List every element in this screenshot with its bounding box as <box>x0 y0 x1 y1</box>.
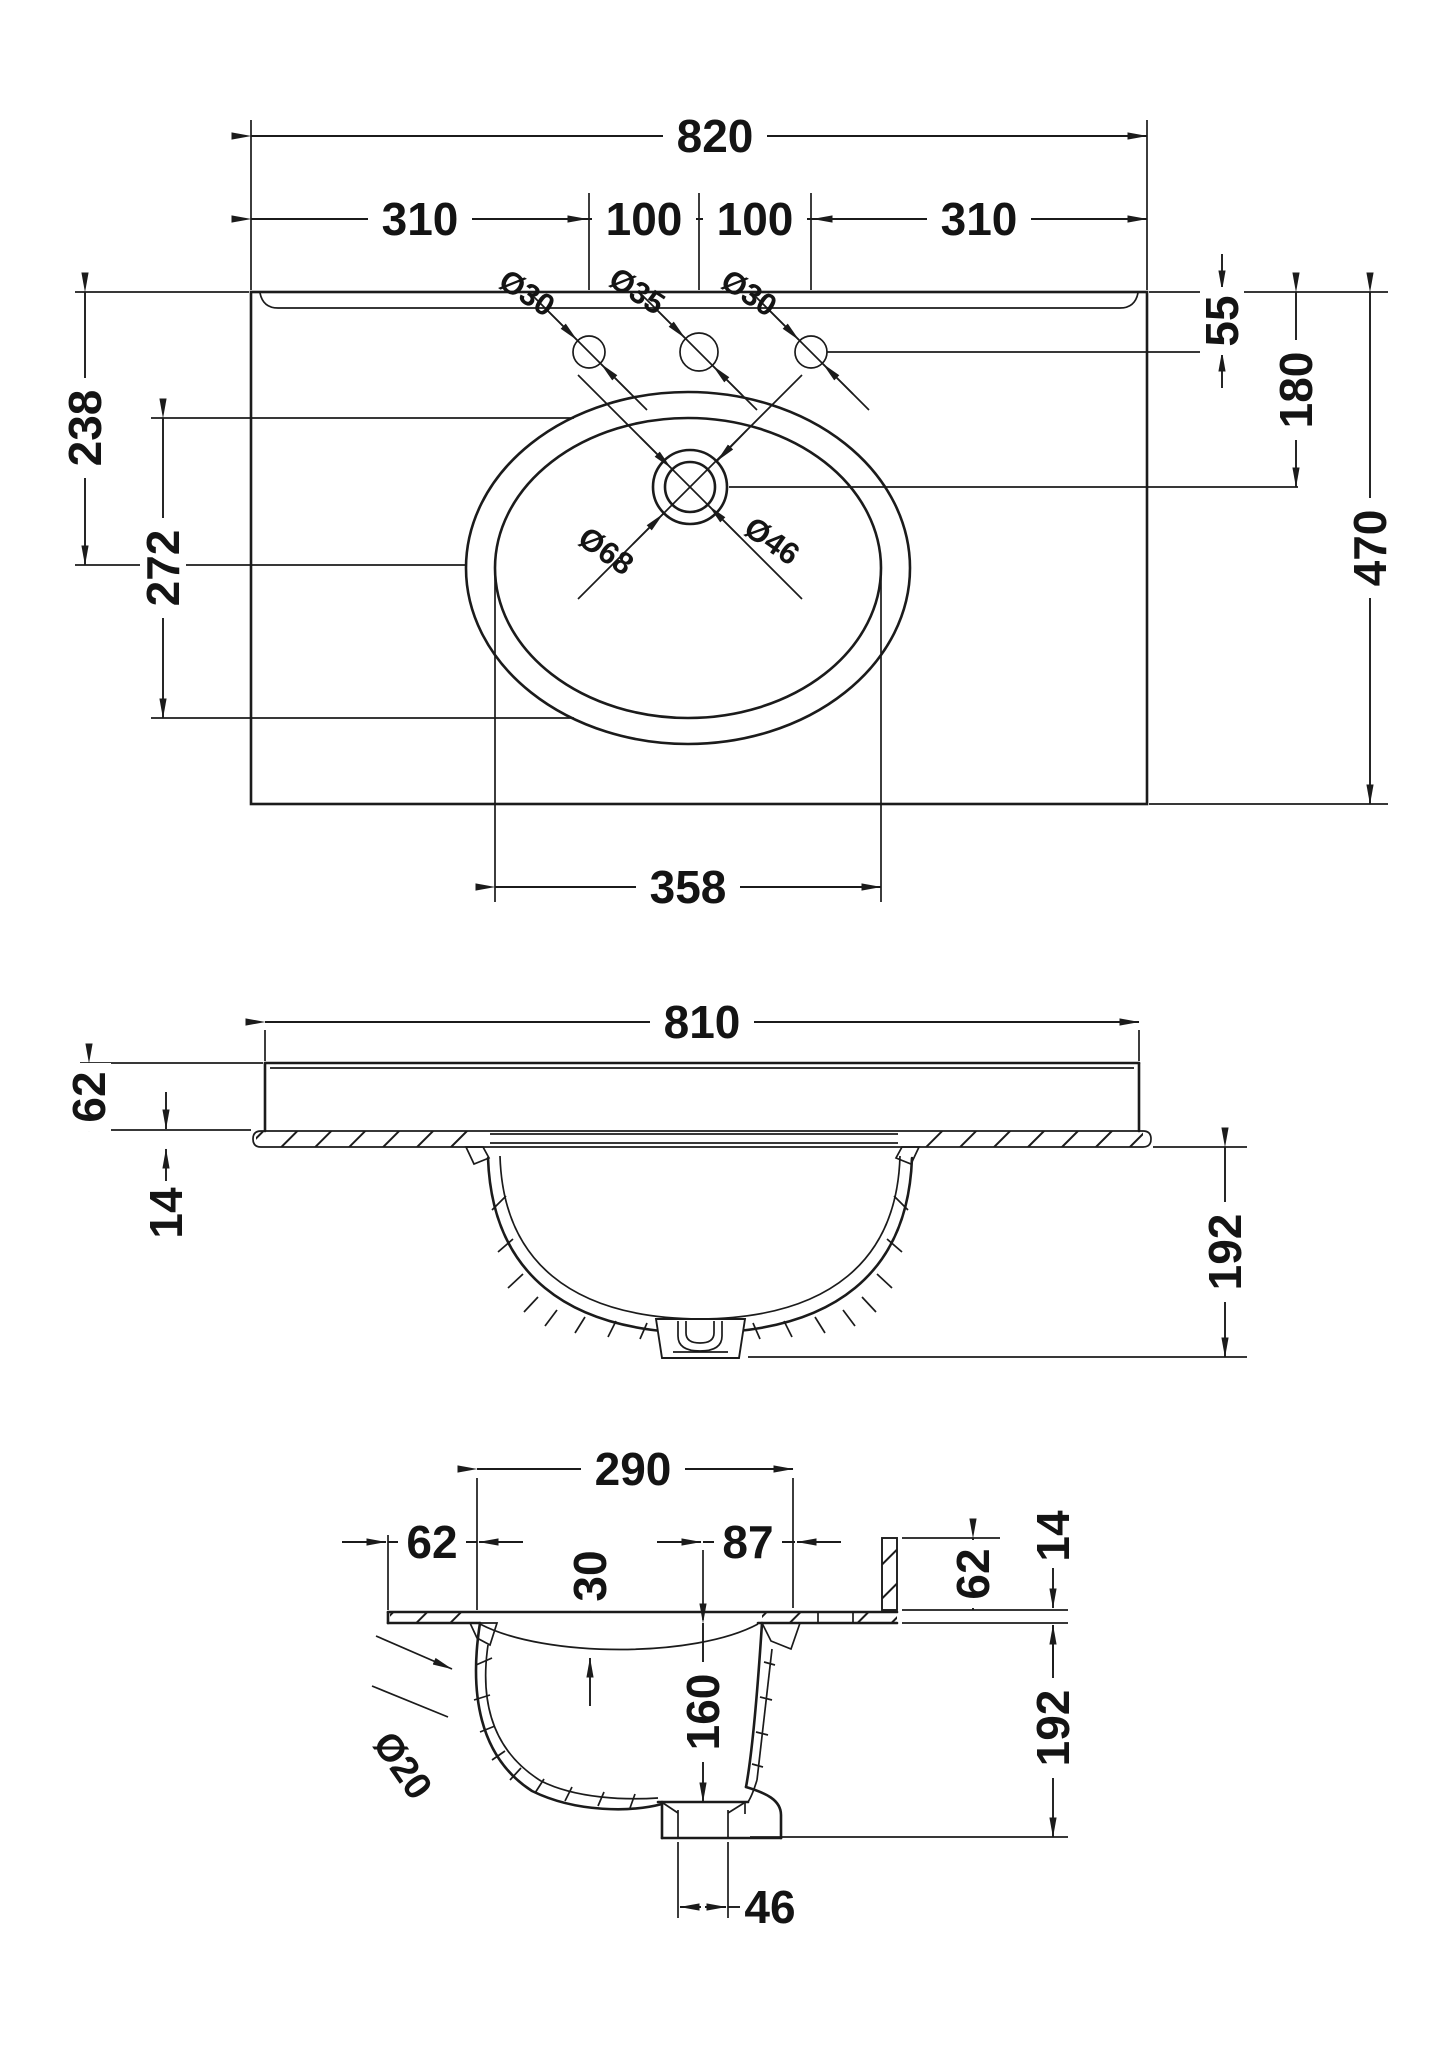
dim-30: 30 <box>564 1542 616 1706</box>
svg-text:310: 310 <box>382 193 459 245</box>
svg-text:Ø20: Ø20 <box>364 1725 440 1808</box>
front-body <box>263 1061 1141 1133</box>
dim-side-62-left: 62 <box>342 1516 523 1610</box>
drain-inner-label: Ø46 <box>738 510 806 572</box>
side-front-rim <box>468 1622 499 1647</box>
top-view: Ø68 Ø46 Ø30 Ø35 Ø30 <box>59 110 1396 913</box>
svg-text:238: 238 <box>59 390 111 467</box>
bowl-inner-rim <box>493 416 883 720</box>
svg-text:192: 192 <box>1027 1690 1079 1767</box>
dim-810: 810 <box>245 996 1140 1061</box>
tap-hole-center <box>679 332 719 372</box>
rim-lip-left <box>464 1146 491 1166</box>
svg-text:192: 192 <box>1199 1214 1251 1291</box>
dim-160: 160 <box>677 1603 729 1803</box>
side-drain <box>656 1800 783 1840</box>
svg-text:14: 14 <box>140 1187 192 1239</box>
tap-holes: Ø30 Ø35 Ø30 <box>493 260 1222 411</box>
dim-180: 180 <box>1270 272 1322 488</box>
svg-text:180: 180 <box>1270 352 1322 429</box>
front-bowl-hatch <box>491 1195 909 1340</box>
svg-text:160: 160 <box>677 1674 729 1751</box>
svg-text:55: 55 <box>1196 295 1248 346</box>
svg-text:30: 30 <box>564 1550 616 1601</box>
dim-290: 290 <box>457 1443 794 1610</box>
dim-front-192: 192 <box>748 1127 1251 1358</box>
dim-470: 470 <box>1344 272 1396 805</box>
svg-text:14: 14 <box>1027 1510 1079 1562</box>
side-slab <box>386 1610 899 1651</box>
dim-238: 238 <box>59 272 111 566</box>
svg-text:310: 310 <box>941 193 1018 245</box>
countertop-outline <box>249 290 1149 806</box>
svg-text:358: 358 <box>650 861 727 913</box>
bowl-outer-rim <box>464 390 912 746</box>
front-bowl <box>486 1155 914 1359</box>
svg-text:272: 272 <box>137 530 189 607</box>
svg-text:100: 100 <box>606 193 683 245</box>
side-upstand <box>881 1537 898 1611</box>
svg-text:46: 46 <box>744 1881 795 1933</box>
dim-820: 820 <box>231 110 1148 162</box>
dim-87: 87 <box>657 1516 841 1620</box>
drain-inner-circle <box>663 460 717 514</box>
dim-358: 358 <box>475 861 882 913</box>
overflow-callout: Ø20 <box>364 1635 453 1808</box>
front-slab <box>252 1130 1152 1166</box>
far-rim-curve <box>479 1623 759 1651</box>
rim-lip-right <box>894 1146 921 1166</box>
drain-outer-label: Ø68 <box>572 520 640 582</box>
svg-text:Ø68: Ø68 <box>572 520 640 582</box>
dim-hole-spacing: 310 100 100 310 <box>231 193 1148 245</box>
dim-side-62-right: 62 <box>902 1518 1000 1611</box>
drain-outer-circle <box>651 448 729 526</box>
svg-text:87: 87 <box>722 1516 773 1568</box>
svg-text:100: 100 <box>717 193 794 245</box>
svg-text:820: 820 <box>677 110 754 162</box>
svg-text:62: 62 <box>947 1548 999 1599</box>
side-view: Ø20 290 62 30 <box>342 1443 1079 1933</box>
dim-46: 46 <box>677 1842 796 1933</box>
svg-text:Ø35: Ø35 <box>603 260 671 321</box>
dim-55: 55 <box>1196 254 1248 388</box>
side-back-rim <box>760 1622 802 1651</box>
svg-text:Ø46: Ø46 <box>738 510 806 572</box>
side-bowl-hatch <box>473 1657 776 1809</box>
front-lip-line <box>259 292 1139 309</box>
dim-272: 272 <box>137 398 189 719</box>
svg-text:62: 62 <box>63 1071 115 1122</box>
dim-front-62: 62 <box>63 1043 263 1132</box>
dim-side-192: 192 <box>750 1625 1079 1838</box>
svg-text:290: 290 <box>595 1443 672 1495</box>
tap-hole-center-label: Ø35 <box>603 260 671 321</box>
tap-hole-left <box>572 335 606 369</box>
svg-text:62: 62 <box>406 1516 457 1568</box>
svg-text:470: 470 <box>1344 510 1396 587</box>
dim-front-14: 14 <box>140 1092 192 1245</box>
svg-text:810: 810 <box>664 996 741 1048</box>
front-view: 810 <box>63 996 1251 1359</box>
side-bowl: Ø20 <box>364 1621 802 1840</box>
top-view-extension-lines <box>75 120 1388 902</box>
